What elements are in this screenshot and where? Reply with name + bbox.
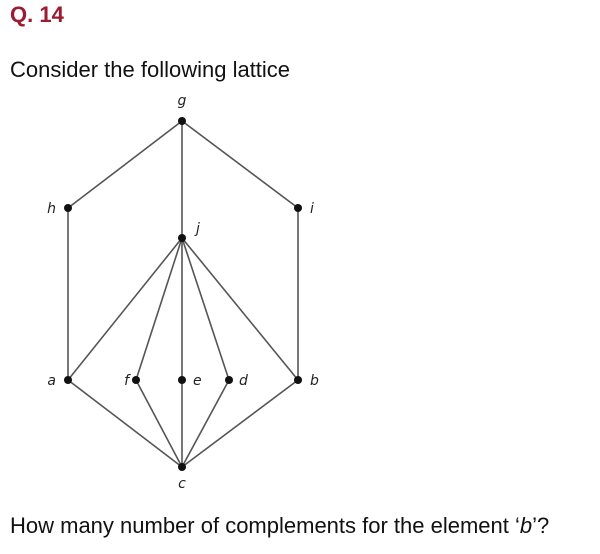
- node-f: [132, 376, 140, 384]
- node-i: [294, 204, 302, 212]
- node-h: [64, 204, 72, 212]
- edge-j-d: [181, 237, 230, 381]
- node-label-c: c: [178, 476, 186, 492]
- lattice-edges: [67, 120, 299, 468]
- node-d: [225, 376, 233, 384]
- node-a: [64, 376, 72, 384]
- lattice-nodes: [64, 117, 302, 471]
- node-b: [294, 376, 302, 384]
- node-label-i: i: [310, 201, 314, 217]
- node-label-f: f: [124, 373, 131, 389]
- node-label-d: d: [239, 373, 248, 389]
- edge-j-b: [181, 237, 299, 381]
- question-suffix: ’?: [532, 513, 550, 538]
- node-label-e: e: [193, 373, 202, 389]
- lattice-labels: g h i j a f e d b c: [47, 93, 319, 492]
- edge-g-i: [181, 120, 299, 209]
- node-c: [178, 463, 186, 471]
- node-label-a: a: [47, 373, 56, 389]
- question-number: Q. 14: [10, 2, 64, 27]
- edge-d-c: [181, 379, 230, 468]
- edge-f-c: [135, 379, 183, 468]
- node-label-j: j: [194, 221, 200, 237]
- question-prefix: How many number of complements for the e…: [10, 513, 520, 538]
- question-text: How many number of complements for the e…: [10, 513, 549, 539]
- edge-g-h: [67, 120, 183, 209]
- edge-a-c: [67, 379, 183, 468]
- edge-b-c: [181, 379, 299, 468]
- question-element: b: [519, 513, 533, 538]
- node-label-h: h: [47, 201, 56, 217]
- node-g: [178, 117, 186, 125]
- node-j: [178, 234, 186, 242]
- node-e: [178, 376, 186, 384]
- node-label-g: g: [178, 93, 187, 109]
- intro-text: Consider the following lattice: [10, 57, 291, 82]
- edge-j-a: [67, 237, 183, 381]
- node-label-b: b: [310, 373, 319, 389]
- edge-j-f: [135, 237, 183, 381]
